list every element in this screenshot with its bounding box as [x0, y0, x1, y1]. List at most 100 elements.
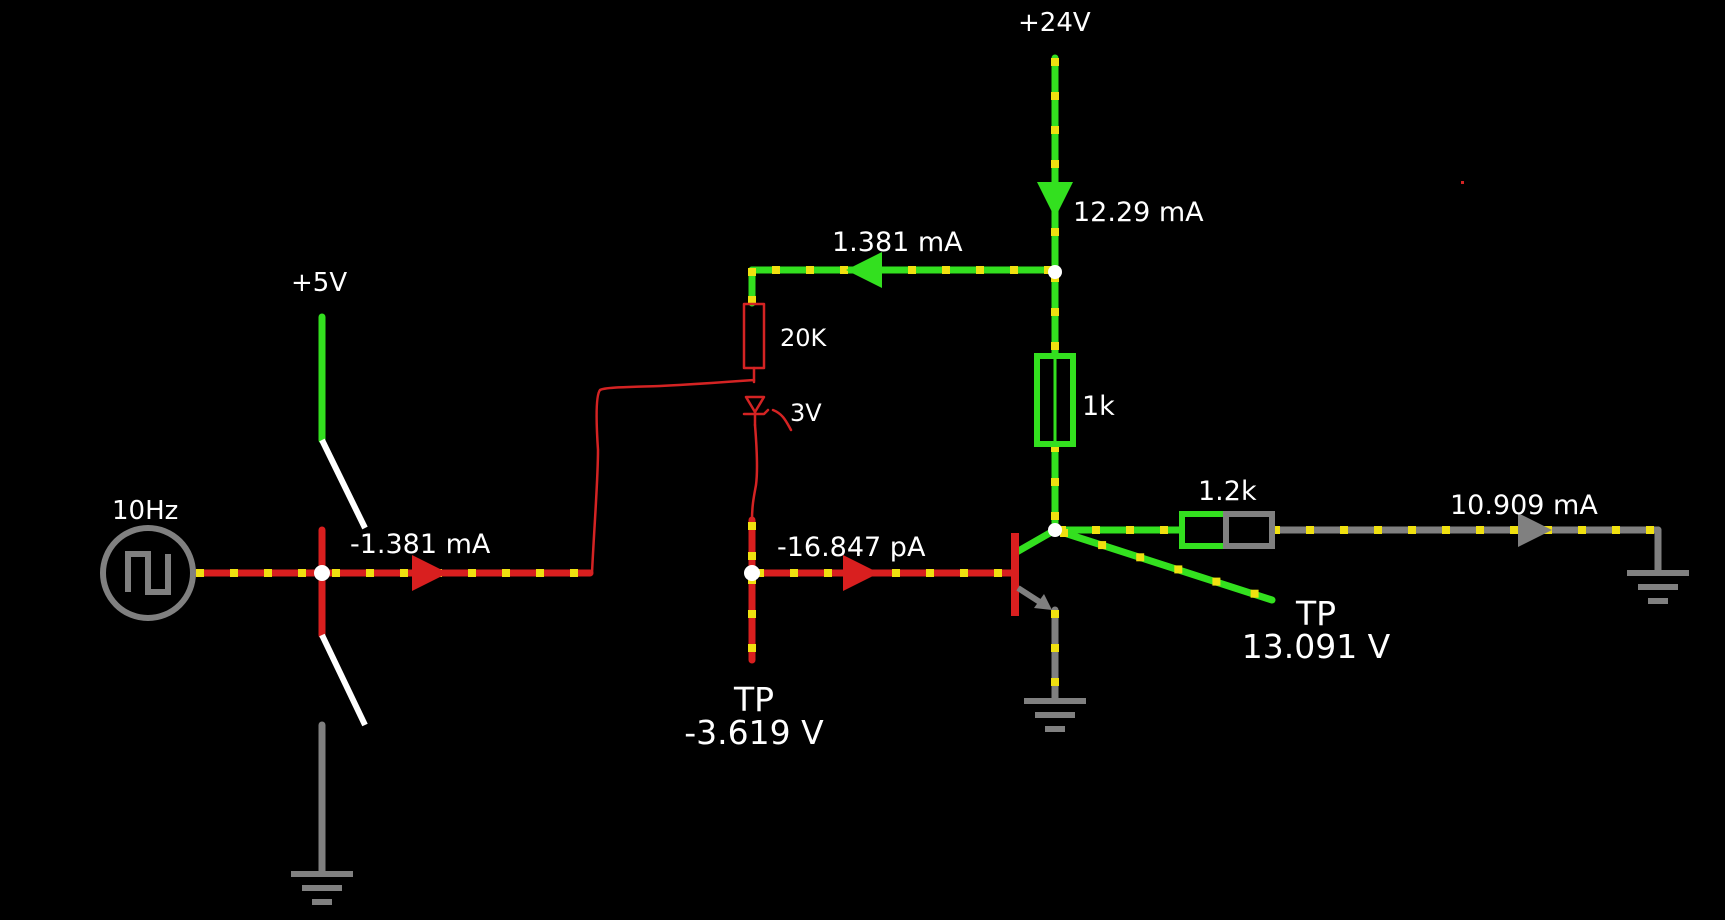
node[interactable]: [1048, 523, 1062, 537]
test-point-right[interactable]: TP 13.091 V: [1226, 597, 1406, 663]
current-dot: [748, 552, 756, 560]
current-dot: [1051, 478, 1059, 486]
current-dot: [1160, 526, 1168, 534]
current-dot: [1250, 589, 1259, 598]
current-dot: [1126, 526, 1134, 534]
test-point-title: TP: [733, 680, 775, 719]
current-dot: [1272, 526, 1280, 534]
current-dot: [1442, 526, 1450, 534]
zener-diode-icon: [742, 395, 793, 522]
current-dot: [748, 644, 756, 652]
current-dot: [748, 268, 756, 276]
current-dot: [1051, 308, 1059, 316]
current-label-load: 10.909 mA: [1450, 490, 1598, 521]
current-dot: [1374, 526, 1382, 534]
resistor-1-2k-label: 1.2k: [1198, 476, 1257, 507]
current-dot: [536, 569, 544, 577]
current-arrow-feedback: [846, 252, 882, 288]
current-dot: [332, 569, 340, 577]
current-dot: [806, 266, 814, 274]
wire-collector-to-transistor[interactable]: [1011, 526, 1059, 557]
current-label-24v: 12.29 mA: [1073, 197, 1204, 228]
current-dot: [908, 266, 916, 274]
current-dot: [1051, 444, 1059, 452]
current-dot: [264, 569, 272, 577]
current-dot: [1051, 160, 1059, 168]
current-dot: [468, 569, 476, 577]
current-dot: [1306, 526, 1314, 534]
test-point-title: TP: [1295, 594, 1337, 633]
current-dot: [1408, 526, 1416, 534]
current-label-base: -16.847 pA: [777, 532, 926, 563]
current-dot: [1646, 526, 1654, 534]
current-dot: [1060, 529, 1068, 537]
current-dot: [1051, 126, 1059, 134]
npn-transistor-icon[interactable]: [1011, 533, 1052, 616]
annotation-20k-label: 20K: [780, 324, 827, 352]
current-dot: [1051, 644, 1059, 652]
current-label-feedback: 1.381 mA: [832, 227, 963, 258]
current-dot: [1340, 526, 1348, 534]
ground-icon: [1024, 698, 1086, 732]
annotation-3v-label: 3V: [790, 399, 822, 427]
current-flow-dots: [196, 58, 1654, 686]
supply-5v-label: +5V: [291, 268, 348, 298]
current-dot: [1051, 58, 1059, 66]
square-wave-source-icon[interactable]: [100, 525, 196, 621]
current-label-switch-output: -1.381 mA: [350, 529, 491, 560]
current-dot: [1212, 577, 1221, 586]
current-dot: [1510, 526, 1518, 534]
current-dot: [748, 296, 756, 304]
current-arrow-base: [843, 555, 879, 591]
current-dot: [976, 266, 984, 274]
annotation-resistor-20k: [742, 302, 766, 370]
current-dot: [1010, 266, 1018, 274]
current-dot: [892, 569, 900, 577]
current-dot: [1136, 553, 1145, 562]
supply-24v-label: +24V: [1018, 8, 1091, 38]
current-dot: [1098, 541, 1107, 550]
test-point-left[interactable]: TP -3.619 V: [679, 683, 829, 749]
current-dot: [1051, 342, 1059, 350]
current-dot: [1044, 266, 1052, 274]
current-dot: [1476, 526, 1484, 534]
node[interactable]: [314, 565, 330, 581]
current-dot: [1174, 565, 1183, 574]
current-arrow-switch-output: [412, 555, 448, 591]
current-dot: [1051, 512, 1059, 520]
current-dot: [230, 569, 238, 577]
current-dot: [748, 610, 756, 618]
wire-testpoint-right[interactable]: [1051, 526, 1276, 604]
spdt-switch-icon[interactable]: [319, 438, 368, 727]
node[interactable]: [744, 565, 760, 581]
current-arrow-24v: [1037, 182, 1073, 218]
ground-icon: [1627, 570, 1689, 604]
square-wave-frequency-label: 10Hz: [112, 496, 179, 526]
current-dot: [502, 569, 510, 577]
annotation-wire: [590, 378, 756, 575]
current-dot: [570, 569, 578, 577]
test-point-voltage: 13.091 V: [1241, 627, 1391, 666]
ground-icon: [291, 871, 353, 905]
test-point-voltage: -3.619 V: [684, 713, 824, 752]
current-dot: [196, 569, 204, 577]
node[interactable]: [1048, 265, 1062, 279]
current-dot: [366, 569, 374, 577]
current-dot: [926, 569, 934, 577]
current-dot: [400, 569, 408, 577]
stray-mark: [1461, 181, 1464, 184]
current-dot: [1092, 526, 1100, 534]
current-dot: [840, 266, 848, 274]
annotation-sketch: [590, 302, 793, 575]
current-dot: [1051, 92, 1059, 100]
current-dot: [942, 266, 950, 274]
current-dot: [994, 569, 1002, 577]
current-dot: [1578, 526, 1586, 534]
current-dot: [790, 569, 798, 577]
current-dot: [772, 266, 780, 274]
current-dot: [1051, 678, 1059, 686]
current-dot: [1051, 228, 1059, 236]
current-dot: [1051, 610, 1059, 618]
current-dot: [748, 522, 756, 530]
